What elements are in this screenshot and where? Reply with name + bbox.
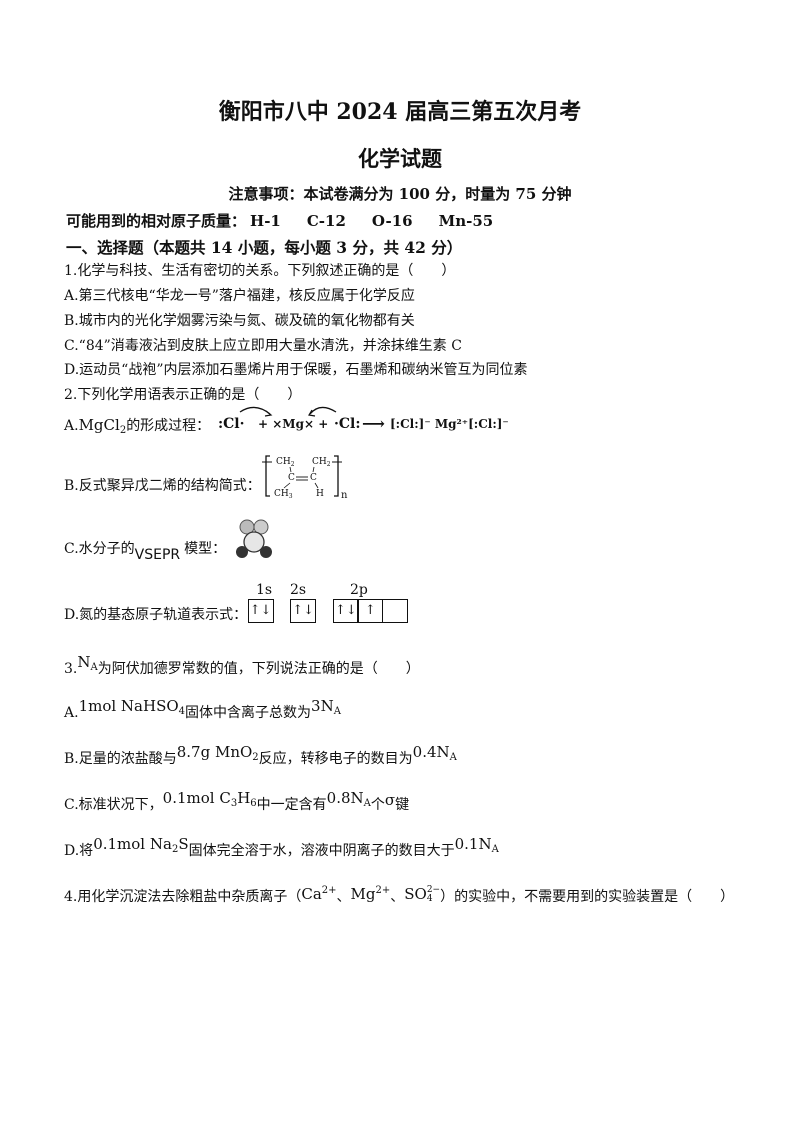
svg-text:C: C xyxy=(310,473,317,483)
orbital-box-2p-3 xyxy=(381,599,408,623)
page-subtitle: 化学试题 xyxy=(358,146,442,171)
atomic-mass-line: 可能用到的相对原子质量：H-1 C-12 O-16 Mn-55 xyxy=(66,210,519,231)
q1-option-d: D.运动员“战袍”内层添加石墨烯片用于保暖，石墨烯和碳纳米管互为同位素 xyxy=(64,362,528,378)
exam-note: 注意事项：本试卷满分为 100 分，时量为 75 分钟 xyxy=(228,185,572,203)
page-title: 衡阳市八中 2024 届高三第五次月考 xyxy=(218,99,582,125)
vsepr-label: VSEPR xyxy=(134,547,181,563)
q3-option-b: B.足量的浓盐酸与8.7g MnO2反应，转移电子的数目为0.4NA xyxy=(64,743,457,767)
water-vsepr-model-icon xyxy=(236,519,272,558)
svg-text:H: H xyxy=(316,489,324,499)
q3-option-d: D.将0.1mol Na2S固体完全溶于水，溶液中阴离子的数目大于0.1NA xyxy=(64,835,499,859)
svg-text:C: C xyxy=(288,473,295,483)
q3-stem: 3.NA为阿伏加德罗常数的值，下列说法正确的是（ ） xyxy=(64,653,420,677)
q2-option-a: A.MgCl2的形成过程： xyxy=(64,416,211,436)
svg-text:·Cl:: ·Cl: xyxy=(334,416,361,432)
q2-stem: 2.下列化学用语表示正确的是（ ） xyxy=(64,387,302,403)
atom-c: C-12 xyxy=(306,212,346,230)
q3-option-a: A.1mol NaHSO4固体中含离子总数为3NA xyxy=(64,697,341,721)
section-heading: 一、选择题（本题共 14 小题，每小题 3 分，共 42 分） xyxy=(66,238,463,257)
reaction-arrow: ⟶ xyxy=(362,414,385,433)
q3-option-c: C.标准状况下，0.1mol C3H6中一定含有0.8NA个σ键 xyxy=(64,789,410,813)
orbital-boxes: ↑↓ ↑↓ ↑↓↑ xyxy=(247,599,408,623)
mgcl2-formula: MgCl2 xyxy=(78,416,127,436)
orbital-box-2p-1: ↑↓ xyxy=(332,599,359,623)
svg-text::Cl·: :Cl· xyxy=(218,416,245,432)
orbital-1s-label: 1s xyxy=(256,582,273,598)
q2-option-d: D.氮的基态原子轨道表示式： xyxy=(64,607,248,623)
svg-text:CH2: CH2 xyxy=(276,457,295,468)
q2-option-b: B.反式聚异戊二烯的结构简式： xyxy=(64,478,261,494)
polyisoprene-structure: CH2 CH2 C C CH3 H n xyxy=(262,455,348,501)
atom-mn: Mn-55 xyxy=(438,212,494,230)
q1-option-a: A.第三代核电“华龙一号”落户福建，核反应属于化学反应 xyxy=(64,288,415,304)
q1-stem: 1.化学与科技、生活有密切的关系。下列叙述正确的是（ ） xyxy=(64,263,456,279)
svg-text:CH3: CH3 xyxy=(274,489,293,500)
na-symbol: NA xyxy=(77,653,98,673)
orbital-box-1s: ↑↓ xyxy=(247,599,274,623)
svg-text:n: n xyxy=(341,490,348,501)
orbital-2p-label: 2p xyxy=(350,582,368,598)
q1-option-c: C.“84”消毒液沾到皮肤上应立即用大量水清洗，并涂抹维生素 C xyxy=(64,338,462,354)
orbital-box-2p-2: ↑ xyxy=(357,599,384,623)
mgcl2-product: [:Cl:]⁻ Mg²⁺[:Cl:]⁻ xyxy=(390,417,509,431)
mg-plus-term: + ×Mg× + xyxy=(258,417,328,431)
atomic-mass-label: 可能用到的相对原子质量： xyxy=(66,212,247,230)
atom-h: H-1 xyxy=(250,212,281,230)
orbital-box-2s: ↑↓ xyxy=(290,599,317,623)
mgcl2-formation-diagram: :Cl· + ×Mg× + ·Cl: ⟶ [:Cl:]⁻ Mg²⁺[:Cl:]⁻ xyxy=(218,406,509,433)
svg-text:CH2: CH2 xyxy=(312,457,331,468)
q1-option-b: B.城市内的光化学烟雾污染与氮、碳及硫的氧化物都有关 xyxy=(64,313,415,329)
orbital-2s-label: 2s xyxy=(290,582,307,598)
atom-o: O-16 xyxy=(371,212,413,230)
